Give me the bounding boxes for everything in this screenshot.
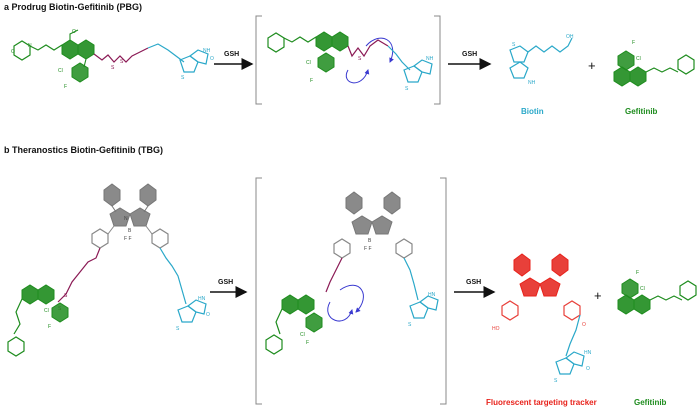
plus-sign: + xyxy=(588,58,596,73)
atom-f: F xyxy=(310,78,313,84)
atom-hn: HN xyxy=(428,292,436,298)
atom-f: F xyxy=(636,270,639,276)
atom-o: O xyxy=(586,366,590,372)
pbg-prodrug-structure: O N O Cl F S S S NH O xyxy=(11,29,214,90)
intermediate-bracket xyxy=(255,15,441,105)
atom-b: B xyxy=(368,238,372,244)
atom-hn: HN xyxy=(198,296,206,302)
atom-cl: Cl xyxy=(306,60,311,66)
atom-s: S xyxy=(512,42,516,48)
atom-s: S xyxy=(554,378,558,384)
atom-s: S xyxy=(176,326,180,332)
pbg-intermediate-structure: Cl F S S NH xyxy=(267,31,434,92)
atom-nh: NH xyxy=(528,80,536,86)
mechanism-arrow xyxy=(365,37,394,63)
atom-f: F xyxy=(48,324,51,330)
arrow-label-gsh: GSH xyxy=(466,279,481,286)
tbg-theranostic-structure: N B F F S S F Cl S HN O xyxy=(7,183,210,357)
atom-n: N xyxy=(124,216,128,222)
atom-o: O xyxy=(210,56,214,62)
arrow-label-gsh: GSH xyxy=(218,279,233,286)
atom-s: S xyxy=(405,86,409,92)
atom-s: S xyxy=(358,56,362,62)
atom-hn: HN xyxy=(584,350,592,356)
atom-cl: Cl xyxy=(300,332,305,338)
gefitinib-structure: Cl F xyxy=(617,270,697,315)
atom-ff: F F xyxy=(364,246,372,252)
product-label-fluorescent-tracker: Fluorescent targeting tracker xyxy=(486,398,597,407)
plus-sign: + xyxy=(594,288,602,303)
mechanism-arrow xyxy=(339,284,364,313)
product-label-gefitinib: Gefitinib xyxy=(634,398,667,407)
panel-a-title: a Prodrug Biotin-Gefitinib (PBG) xyxy=(4,2,142,12)
product-label-gefitinib: Gefitinib xyxy=(625,107,658,116)
gefitinib-structure: Cl F xyxy=(613,40,695,87)
atom-cl: Cl xyxy=(58,68,63,74)
atom-s: S xyxy=(111,65,115,71)
atom-o: O xyxy=(72,29,76,35)
arrow-label-gsh: GSH xyxy=(462,51,477,58)
atom-ff: F F xyxy=(124,236,132,242)
panel-b-title: b Theranostics Biotin-Gefitinib (TBG) xyxy=(4,145,163,155)
atom-s: S xyxy=(120,59,124,65)
atom-b: B xyxy=(128,228,132,234)
mechanism-arrow xyxy=(327,301,354,322)
atom-cl: Cl xyxy=(44,308,49,314)
atom-s: S xyxy=(181,75,185,81)
atom-o: O xyxy=(582,322,586,328)
atom-o: O xyxy=(11,49,15,55)
arrow-label-gsh: GSH xyxy=(224,51,239,58)
atom-f: F xyxy=(306,340,309,346)
fluorescent-tracker-structure: B HO O S HN O xyxy=(492,253,592,384)
atom-b: B xyxy=(536,298,540,304)
atom-ho: HO xyxy=(492,326,500,332)
atom-s: S xyxy=(408,322,412,328)
atom-o: O xyxy=(206,312,210,318)
atom-nh: NH xyxy=(203,48,211,54)
tbg-intermediate-structure: B F F Cl F S HN xyxy=(265,191,439,355)
atom-f: F xyxy=(64,84,67,90)
atom-s: S xyxy=(64,293,68,299)
product-label-biotin: Biotin xyxy=(521,107,544,116)
atom-oh: OH xyxy=(566,34,574,40)
mechanism-arrow xyxy=(345,69,370,84)
atom-cl: Cl xyxy=(636,56,641,62)
biotin-structure: S OH NH xyxy=(509,34,574,86)
intermediate-bracket xyxy=(255,177,447,405)
atom-f: F xyxy=(632,40,635,46)
atom-cl: Cl xyxy=(640,286,645,292)
atom-nh: NH xyxy=(426,56,434,62)
